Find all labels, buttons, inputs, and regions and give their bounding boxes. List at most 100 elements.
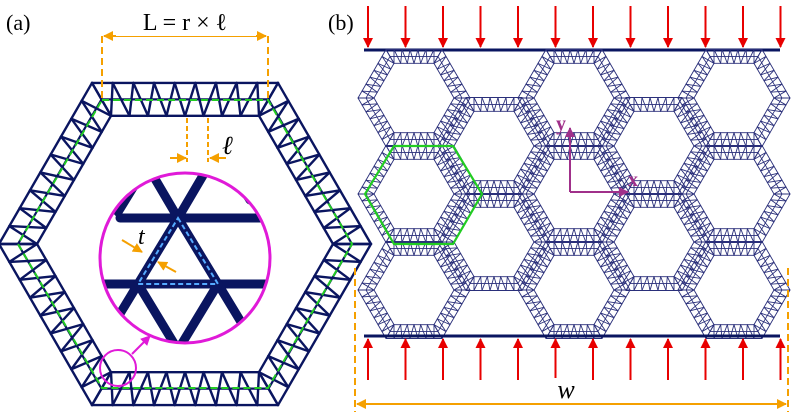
truss-member [761,193,791,243]
truss-member [685,152,711,195]
truss-member [761,97,791,147]
truss-member [525,193,551,236]
truss-member [357,289,387,339]
truss-member [757,248,783,291]
truss-member [437,193,467,243]
truss-member [365,248,391,291]
axis-x-label: x [628,169,638,191]
panel-a-label: (a) [6,10,30,35]
truss-member [677,193,707,243]
truss-member [0,81,94,245]
truss-member [437,97,463,140]
zoom-pointer [131,335,151,355]
truss-member [605,200,631,243]
truss-member [757,56,783,99]
truss-member [757,289,783,332]
truss-member [445,104,471,147]
truss-member [517,289,547,339]
truss-member [677,241,707,291]
truss-member [677,289,707,339]
truss-member [517,193,547,243]
truss-member [525,248,551,291]
truss-member [757,97,783,140]
truss-member [525,97,551,140]
truss-member [445,145,471,188]
truss-member [357,97,387,147]
truss-member [173,173,223,223]
length-dimension: L = r × ℓ [101,6,269,100]
truss-member [761,49,791,99]
truss-member [597,97,623,140]
truss-member [597,97,627,147]
truss-member [517,145,543,188]
hexagon-centerline [16,99,354,389]
truss-member [0,243,94,407]
truss-member [677,97,707,147]
truss-member [525,289,551,332]
truss-member [677,104,703,147]
truss-member [677,145,707,195]
truss-member [441,49,471,99]
truss-member [365,56,391,99]
truss-member [445,200,471,243]
truss-member [517,200,543,243]
truss-member [685,248,711,291]
truss-member [517,49,547,99]
top-load-arrows [363,6,786,48]
truss-member [517,145,547,195]
zoom-inset: t [98,171,272,345]
truss-member [133,173,183,223]
truss-member [276,81,373,246]
truss-member [597,152,623,195]
truss-member [357,241,387,291]
cell-length-dimension: ℓ [170,118,233,163]
truss-member [597,56,623,99]
panel-b-label: (b) [328,10,354,35]
truss-member [597,248,623,291]
zoom-source-circle [99,349,137,387]
truss-member [685,289,711,332]
width-dimension: w [354,268,789,412]
truss-member [685,97,711,140]
truss-member [517,241,547,291]
cell-length-label: ℓ [222,131,233,160]
truss-member [677,49,707,99]
truss-member [597,193,623,236]
truss-member [357,193,387,243]
truss-member [517,97,547,147]
truss-member [437,193,463,236]
truss-member [525,152,551,195]
truss-member [517,104,543,147]
truss-member [173,279,223,343]
truss-member [597,145,627,195]
axis-y-label: y [556,113,566,135]
truss-member [525,56,551,99]
bottom-load-arrows [363,338,786,380]
truss-member [597,289,623,332]
truss-member [677,200,703,243]
panel-b: (b) y x w [328,6,791,412]
truss-member [761,289,791,339]
unit-cell-highlight [363,144,484,246]
truss-member [441,289,471,339]
truss-member [677,145,703,188]
truss-member [357,145,387,195]
truss-member [437,145,467,195]
truss-member [605,104,631,147]
truss-member [133,279,183,343]
truss-member [757,152,783,195]
panel-a: (a) L = r × ℓ ℓ [0,6,373,407]
truss-member [267,242,354,390]
truss-member [605,241,631,284]
truss-member [761,145,791,195]
truss-member [357,49,387,99]
truss-member [685,56,711,99]
truss-member [601,49,631,99]
truss-member [677,241,703,284]
truss-member [605,145,631,188]
truss-member [437,289,463,332]
coordinate-axes: y x [556,113,638,197]
length-formula: L = r × ℓ [143,10,227,36]
thickness-label: t [138,224,146,250]
